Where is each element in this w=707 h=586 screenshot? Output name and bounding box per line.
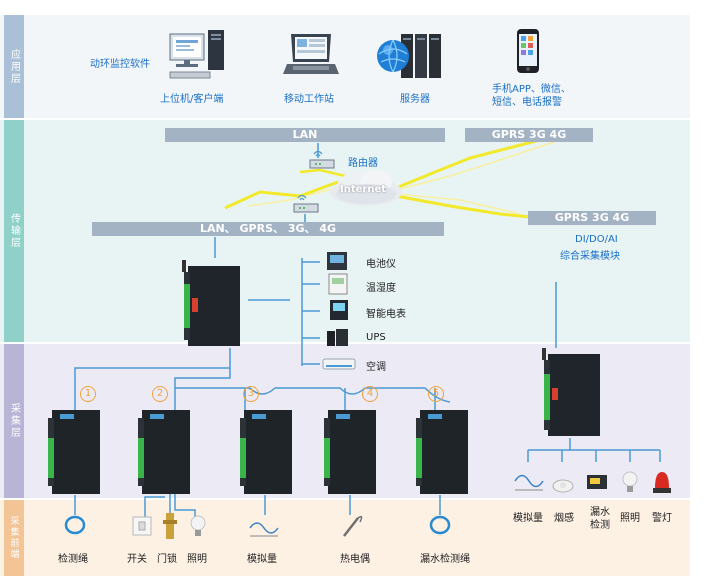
detection-rope-icon xyxy=(63,514,87,536)
internet-cloud-icon xyxy=(326,168,406,208)
analog-wave-icon-right xyxy=(513,470,545,492)
light-label-right: 照明 xyxy=(620,513,640,524)
channel-number-5: 5 xyxy=(428,386,444,402)
channel-number-3: 3 xyxy=(243,386,259,402)
module-label-2: 综合采集模块 xyxy=(560,251,620,262)
leak-rope-icon xyxy=(428,514,452,536)
smart-meter-label: 智能电表 xyxy=(366,309,406,320)
ups-icon xyxy=(326,327,350,347)
channel-number-1: 1 xyxy=(80,386,96,402)
lan-multi-bar: LAN、 GPRS、 3G、 4G xyxy=(92,222,444,236)
router-2-icon xyxy=(292,192,320,214)
channel-number-4: 4 xyxy=(362,386,378,402)
smartphone-icon xyxy=(516,28,540,74)
layer-label-transport: 传输层 xyxy=(4,120,24,342)
light-label: 照明 xyxy=(187,554,207,565)
module-label-1: DI/DO/AI xyxy=(575,234,618,245)
analog-wave-icon xyxy=(248,518,280,538)
phone-alarm-label-1: 手机APP、微信、 xyxy=(492,84,571,95)
mobile-station-label: 移动工作站 xyxy=(284,94,334,105)
layer-label-frontend: 采集前端 xyxy=(4,500,24,576)
leak-detector-icon xyxy=(586,472,608,492)
gprs-top-bar: GPRS 3G 4G xyxy=(465,128,593,142)
thermocouple-label: 热电偶 xyxy=(340,554,370,565)
gprs-right-bar: GPRS 3G 4G xyxy=(528,211,656,225)
leak-label-2: 检测 xyxy=(590,520,610,531)
battery-meter-icon xyxy=(326,251,348,271)
alarm-lamp-label: 警灯 xyxy=(652,513,672,524)
router-label: 路由器 xyxy=(348,158,378,169)
temperature-humidity-label: 温湿度 xyxy=(366,283,396,294)
collector-module-1 xyxy=(46,408,104,496)
collector-module-5 xyxy=(414,408,472,496)
temperature-humidity-icon xyxy=(328,273,348,295)
light-bulb-icon-right xyxy=(622,470,638,494)
channel-number-2: 2 xyxy=(152,386,168,402)
switch-icon xyxy=(132,516,152,536)
collector-module-2 xyxy=(136,408,194,496)
server-icon xyxy=(375,30,445,84)
client-label: 上位机/客户端 xyxy=(160,94,224,105)
router-icon xyxy=(308,148,336,170)
smoke-detector-icon xyxy=(552,474,574,494)
air-conditioner-icon xyxy=(322,358,356,370)
battery-meter-label: 电池仪 xyxy=(366,259,396,270)
collector-module-4 xyxy=(322,408,380,496)
smoke-label: 烟感 xyxy=(554,513,574,524)
phone-alarm-label-2: 短信、电话报警 xyxy=(492,97,562,108)
leak-label-1: 漏水 xyxy=(590,507,610,518)
lan-bar: LAN xyxy=(165,128,445,142)
main-collector-icon xyxy=(180,258,248,348)
laptop-icon xyxy=(283,30,339,80)
layer-label-acquisition: 采集层 xyxy=(4,344,24,498)
leak-rope-label: 漏水检测绳 xyxy=(420,554,470,565)
internet-label: Internet xyxy=(340,184,387,195)
switch-label: 开关 xyxy=(127,554,147,565)
analog-label: 模拟量 xyxy=(247,554,277,565)
door-lock-icon xyxy=(162,512,178,540)
layer-label-application: 应用层 xyxy=(4,15,24,118)
band-application xyxy=(0,15,690,118)
thermocouple-icon xyxy=(340,512,364,538)
desktop-computer-icon xyxy=(168,28,228,83)
air-conditioner-label: 空调 xyxy=(366,362,386,373)
detection-rope-label: 检测绳 xyxy=(58,554,88,565)
light-bulb-icon xyxy=(190,514,206,538)
door-lock-label: 门锁 xyxy=(157,554,177,565)
collector-module-3 xyxy=(238,408,296,496)
alarm-lamp-icon xyxy=(652,470,672,496)
analog-label-right: 模拟量 xyxy=(513,513,543,524)
right-collector-module xyxy=(540,348,604,438)
ups-label: UPS xyxy=(366,332,386,343)
band-frontend xyxy=(0,500,690,576)
smart-meter-icon xyxy=(329,299,349,321)
server-label: 服务器 xyxy=(400,94,430,105)
monitoring-software-label: 动环监控软件 xyxy=(90,59,150,70)
